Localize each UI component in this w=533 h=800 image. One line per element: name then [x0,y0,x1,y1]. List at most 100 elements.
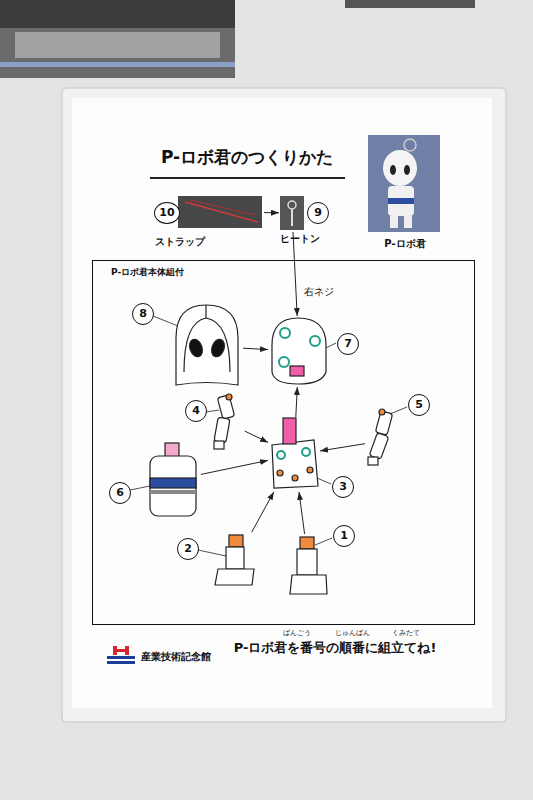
assembly-arrow [252,492,274,532]
cylinder-band [150,478,196,488]
head-part [272,318,326,384]
ruby-text: ばんごう [283,629,311,637]
leg-part [297,549,317,575]
parts [150,305,393,594]
callout-number: 7 [337,333,359,355]
cylinder-part [150,456,196,516]
robot-body [388,186,414,216]
robot-keyring [404,139,416,151]
part-name: ヒートン [280,233,320,245]
leg-joint [229,535,243,547]
head-socket [279,357,289,367]
arm-part: 4 [213,393,243,453]
leader-line [317,478,331,484]
assembly-arrow [245,431,268,442]
face-part [176,305,238,385]
body-socket [277,451,285,459]
callout-number: 9 [307,202,329,224]
callout-number: 10 [154,202,180,224]
arm-part: 5 [367,409,397,473]
robot-head [383,150,417,186]
card [72,98,492,708]
cylinder-cap [165,443,179,457]
assembly-arrow [201,460,268,474]
leg-part: 1 [289,536,329,598]
leg-part: 2 [214,534,258,588]
head-socket [310,336,320,346]
background-object [0,0,235,28]
arm-part [369,433,388,460]
arm-part [217,395,234,419]
cylinder-part: 6 [149,442,199,518]
title-underline [150,177,345,179]
assembly-arrow [320,444,365,451]
leg-foot [215,569,254,585]
photo-caption: P-ロボ君 [384,238,425,250]
face-eye [209,337,226,358]
logo-mark [113,649,129,652]
face-plate [184,318,230,372]
ruby-text: じゅんばん [335,629,370,637]
leg-foot [290,575,327,594]
body-joint [277,470,283,476]
instruction-text: P-ロボ君を番号の順番に組立てね! [234,641,437,656]
leader-line [326,343,336,348]
leader-lines [130,316,407,556]
arm-hand [214,441,224,449]
face-part: 8 [173,304,241,388]
cylinder-band [150,490,196,494]
head-part: 7 [269,317,329,386]
face-ridge [205,305,206,318]
robot-leg [390,216,398,228]
callout-number: 4 [185,400,207,422]
body-part: 3 [269,419,319,491]
arm-joint [226,394,232,400]
background-object [15,32,220,58]
assembly-frame: P-ロボ君本体組付87453621 [92,260,475,625]
leg-part [226,547,244,569]
museum-name: 産業技術記念館 [141,651,211,663]
robot-leg [404,216,412,228]
robot-eye [404,165,410,175]
heaton-screw [291,209,293,226]
head-socket [280,328,290,338]
head-slot [290,366,304,376]
frame-heading: P-ロボ君本体組付 [111,267,184,277]
callout-number: 8 [132,303,154,325]
body-tab [283,418,296,444]
arm-joint [379,409,385,415]
arm-hand [368,457,378,465]
callout-number: 3 [332,476,354,498]
background-object [345,0,475,8]
strap-cord [185,202,258,222]
robot-band [388,198,414,204]
edge-label: 右ネジ [302,286,336,298]
strap-cord [190,200,255,215]
strap-part: 10ストラップ [178,196,262,228]
leader-line [130,486,150,490]
leader-line [390,407,407,414]
callout-number: 2 [177,538,199,560]
leader-line [153,316,178,326]
assembly-arrow [299,492,305,534]
assembly-arrow [243,348,268,349]
background-object [0,0,235,78]
leg-joint [300,537,314,549]
body-part [272,440,318,488]
assembly-arrow [293,232,297,316]
logo-mark [107,656,135,659]
callout-number: 1 [333,525,355,547]
assembly-arrow [296,387,298,417]
assembly-arrow [264,212,279,213]
logo-mark [107,661,135,664]
arm-part [214,417,230,443]
heaton-ring [288,201,296,209]
body-joint [292,475,298,481]
title: P-ロボ君のつくりかた [161,148,333,168]
heaton-photo [280,196,304,230]
robot-photo [368,135,440,232]
leader-line [198,550,226,556]
callout-number: 5 [408,394,430,416]
